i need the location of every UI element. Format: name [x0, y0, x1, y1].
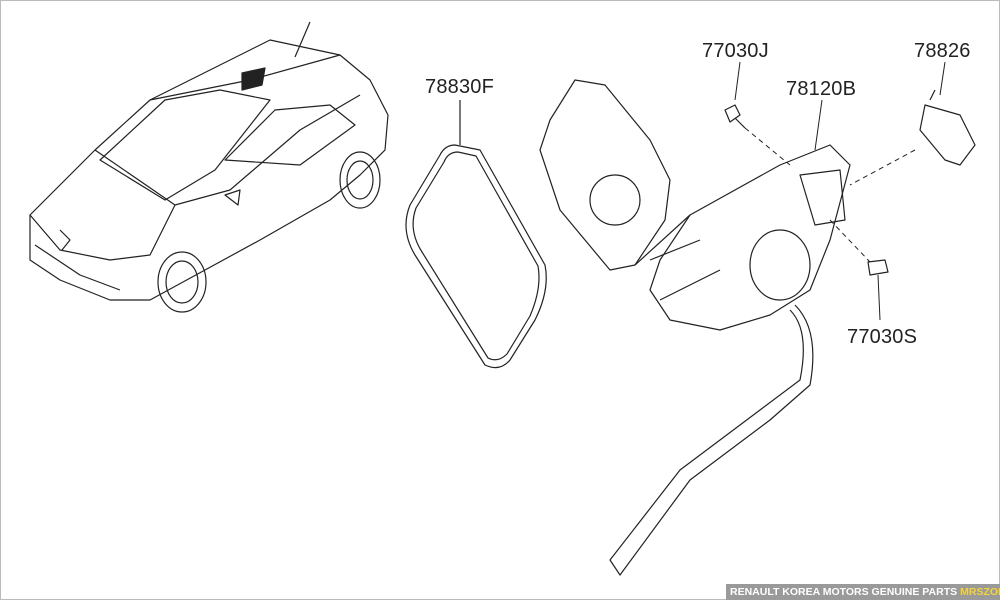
- banner-text: RENAULT KOREA MOTORS GENUINE PARTS: [730, 586, 958, 598]
- part-label-77030j: 77030J: [702, 40, 769, 62]
- banner-brand: MRSZONE: [960, 586, 1000, 598]
- watermark-banner: RENAULT KOREA MOTORS GENUINE PARTS MRSZO…: [726, 584, 1000, 600]
- part-label-78830f: 78830F: [425, 76, 495, 98]
- actuator-drawing: [919, 89, 976, 166]
- vehicle-illustration: [29, 21, 389, 313]
- part-label-78120b: 78120B: [786, 78, 857, 100]
- clip-drawing: [867, 259, 889, 276]
- fuel-flap-drawing: [405, 144, 547, 369]
- screw-drawing: [724, 104, 746, 129]
- part-label-77030s: 77030S: [847, 326, 918, 348]
- part-label-78826: 78826: [914, 40, 971, 62]
- fuel-filler-housing-drawing: [539, 79, 851, 576]
